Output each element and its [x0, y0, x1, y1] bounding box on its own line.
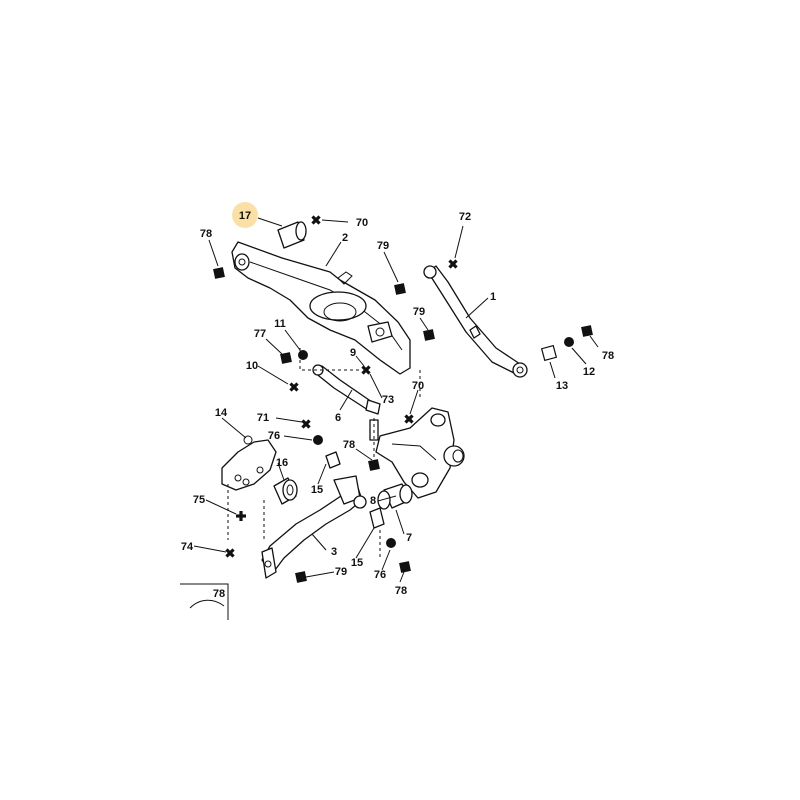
label-78: 78	[200, 228, 212, 240]
leader-lines	[193, 217, 599, 583]
cross-symbol	[448, 259, 458, 269]
label-13: 13	[556, 380, 568, 392]
part-12-nut	[564, 337, 574, 347]
part-16-bushing	[273, 477, 298, 505]
label-70: 70	[412, 380, 424, 392]
fastener-symbols	[213, 215, 593, 583]
label-79: 79	[377, 240, 389, 252]
square-symbol	[368, 459, 380, 471]
square-symbol	[581, 325, 593, 337]
knuckle	[375, 407, 465, 499]
label-10: 10	[246, 360, 258, 372]
label-15: 15	[311, 484, 323, 496]
label-74: 74	[181, 541, 194, 553]
label-3: 3	[331, 546, 337, 558]
circle-symbol	[313, 435, 323, 445]
label-15: 15	[351, 557, 363, 569]
label-78: 78	[602, 350, 614, 362]
square-symbol	[423, 329, 435, 341]
label-78: 78	[395, 585, 407, 597]
label-6: 6	[335, 412, 341, 424]
cross-symbol	[361, 365, 371, 375]
part-13-spacer	[540, 344, 558, 362]
part-3-lower-arm	[261, 475, 367, 579]
cross-symbol	[236, 511, 246, 521]
label-8: 8	[370, 495, 376, 507]
part-labels: 17 70 72 78 2 79 1 77 11 79 78 10 9 13 1…	[181, 210, 614, 600]
label-76: 76	[268, 430, 280, 442]
label-79: 79	[335, 566, 347, 578]
part-14-bracket	[221, 435, 277, 491]
label-72: 72	[459, 211, 471, 223]
cross-symbol	[404, 414, 414, 424]
highlight-marker	[232, 202, 258, 228]
inset-box	[180, 583, 229, 620]
square-symbol	[213, 267, 225, 279]
cross-symbol	[311, 215, 321, 225]
cross-symbol	[301, 419, 311, 429]
part-7-bush	[377, 483, 413, 510]
part-15-bush-lower	[369, 507, 385, 529]
label-78: 78	[343, 439, 355, 451]
part-1-link	[423, 265, 528, 378]
part-6-link	[312, 364, 381, 441]
label-1: 1	[490, 291, 496, 303]
cross-symbol	[289, 382, 299, 392]
label-17: 17	[239, 210, 251, 222]
label-78: 78	[213, 588, 225, 600]
cross-symbol	[225, 548, 235, 558]
label-16: 16	[276, 457, 288, 469]
label-71: 71	[257, 412, 269, 424]
square-symbol	[280, 352, 292, 364]
label-2: 2	[342, 232, 348, 244]
label-9: 9	[350, 347, 356, 359]
circle-symbol	[386, 538, 396, 548]
label-14: 14	[215, 407, 228, 419]
square-symbol	[295, 571, 307, 583]
label-73: 73	[382, 394, 394, 406]
part-2-upper-arm	[231, 241, 411, 375]
label-7: 7	[406, 532, 412, 544]
square-symbol	[394, 283, 406, 295]
label-79: 79	[413, 306, 425, 318]
label-75: 75	[193, 494, 205, 506]
label-70: 70	[356, 217, 368, 229]
part-17-bushing	[277, 221, 307, 249]
part-15-bush-upper	[325, 451, 341, 469]
square-symbol	[399, 561, 411, 573]
circle-symbol	[298, 350, 308, 360]
label-77: 77	[254, 328, 266, 340]
label-76: 76	[374, 569, 386, 581]
label-11: 11	[274, 318, 286, 330]
label-12: 12	[583, 366, 595, 378]
